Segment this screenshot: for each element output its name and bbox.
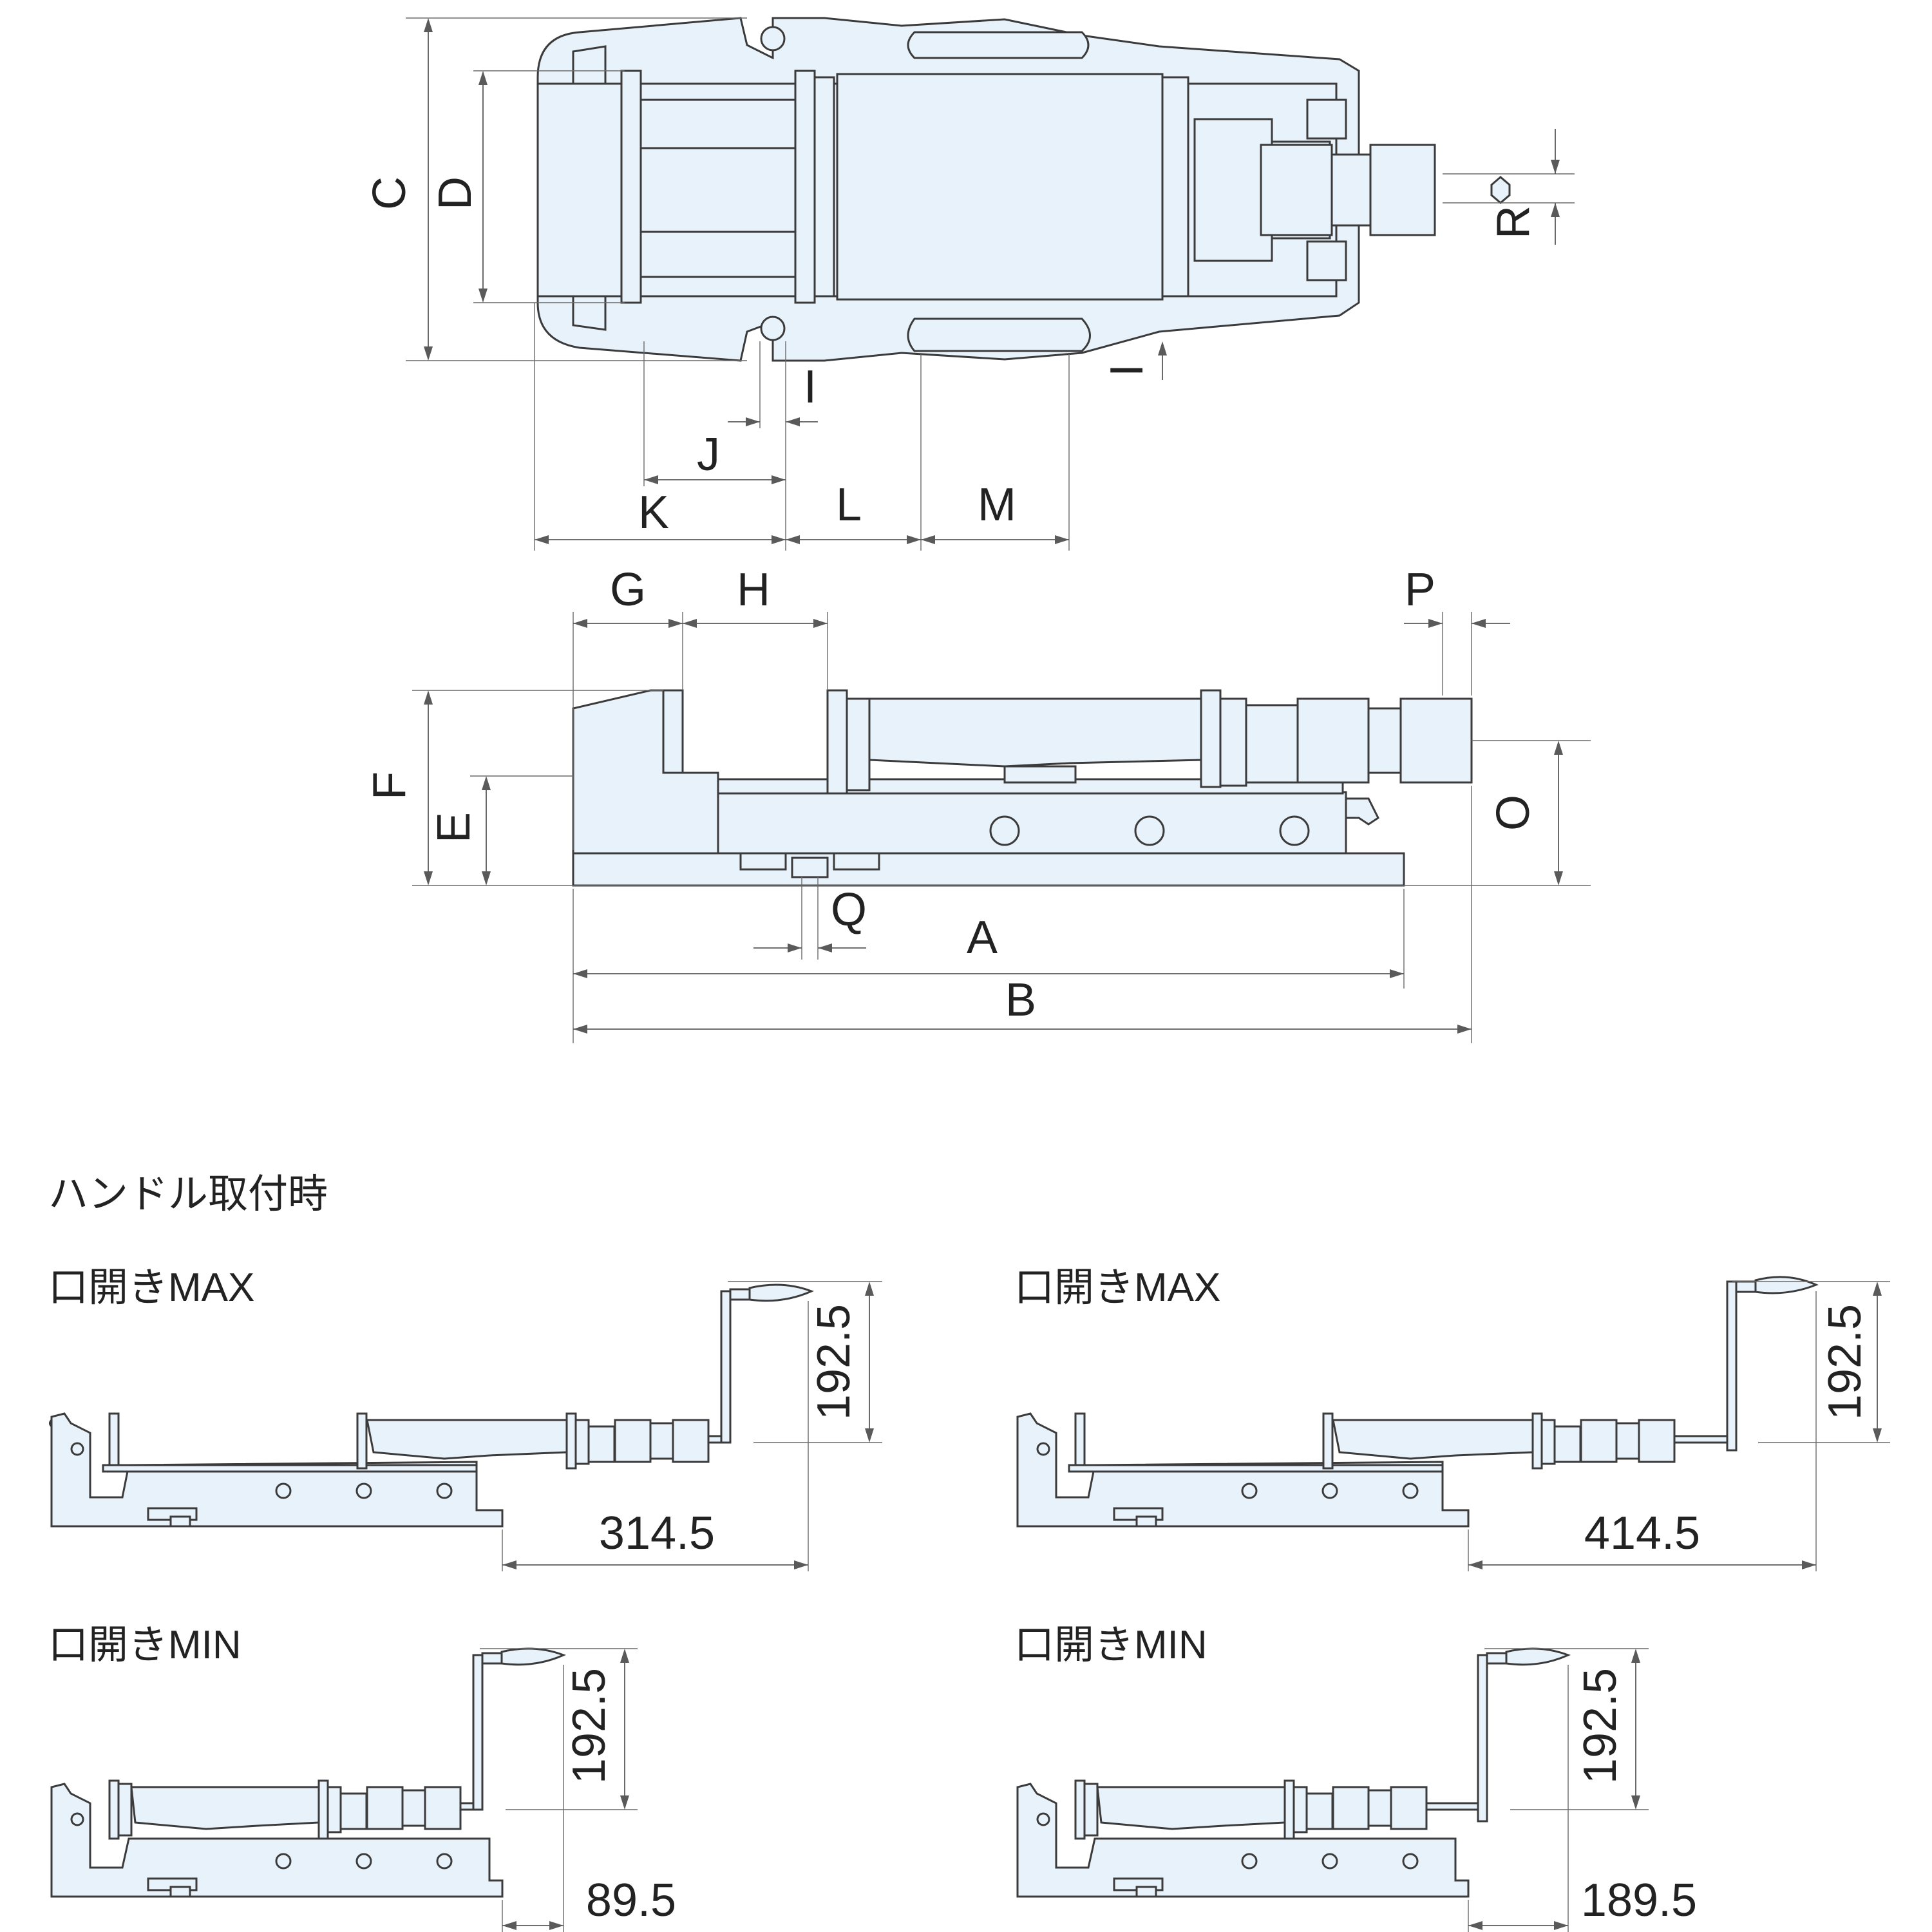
panel-caption: 口開きMIN: [48, 1623, 242, 1667]
top-view-dimensions: [406, 17, 1575, 551]
label-o: O: [1488, 795, 1539, 831]
label-e: E: [428, 812, 480, 843]
label-k: K: [638, 487, 669, 538]
panel-caption: 口開きMAX: [48, 1265, 254, 1310]
length-dim: 314.5: [599, 1508, 715, 1559]
label-g: G: [610, 564, 646, 616]
length-dim: 414.5: [1584, 1508, 1700, 1559]
label-m: M: [978, 479, 1016, 531]
label-f: F: [364, 772, 415, 800]
side-view: [572, 689, 1473, 887]
label-c: C: [364, 176, 415, 210]
panel-caption: 口開きMAX: [1014, 1265, 1220, 1310]
label-d: D: [430, 176, 481, 210]
handle-section-title: ハンドル取付時: [48, 1172, 328, 1217]
height-dim: 192.5: [1819, 1304, 1871, 1420]
handle-panel-min-1: 口開きMIN 192.5 89.5: [48, 1623, 676, 1932]
label-h: H: [737, 564, 770, 616]
label-l: L: [836, 479, 862, 531]
side-view-labels: G H P F E O Q A B: [364, 564, 1539, 1026]
top-view-labels: C D R I I J K L M: [364, 176, 1539, 538]
handle-panel-max-2: 口開きMAX 192.5 414.5: [1014, 1265, 1890, 1571]
label-i-bottom: I: [804, 361, 817, 413]
label-i-right: I: [1101, 364, 1153, 377]
label-r: R: [1488, 205, 1539, 239]
side-view-dimensions: [412, 612, 1591, 1043]
length-dim: 89.5: [586, 1875, 676, 1926]
hex-key-icon: [1490, 176, 1511, 204]
top-view: [536, 17, 1511, 362]
handle-panel-min-2: 口開きMIN 192.5 189.5: [1014, 1623, 1697, 1932]
panel-caption: 口開きMIN: [1014, 1623, 1208, 1667]
label-b: B: [1005, 974, 1036, 1026]
length-dim: 189.5: [1581, 1875, 1697, 1926]
label-j: J: [697, 429, 720, 480]
label-p: P: [1405, 564, 1435, 616]
label-q: Q: [831, 884, 867, 936]
height-dim: 192.5: [564, 1668, 615, 1784]
label-a: A: [967, 912, 998, 963]
handle-panel-max-1: 口開きMAX 192.5 314.5: [48, 1265, 882, 1571]
height-dim: 192.5: [808, 1304, 860, 1420]
height-dim: 192.5: [1575, 1668, 1626, 1784]
